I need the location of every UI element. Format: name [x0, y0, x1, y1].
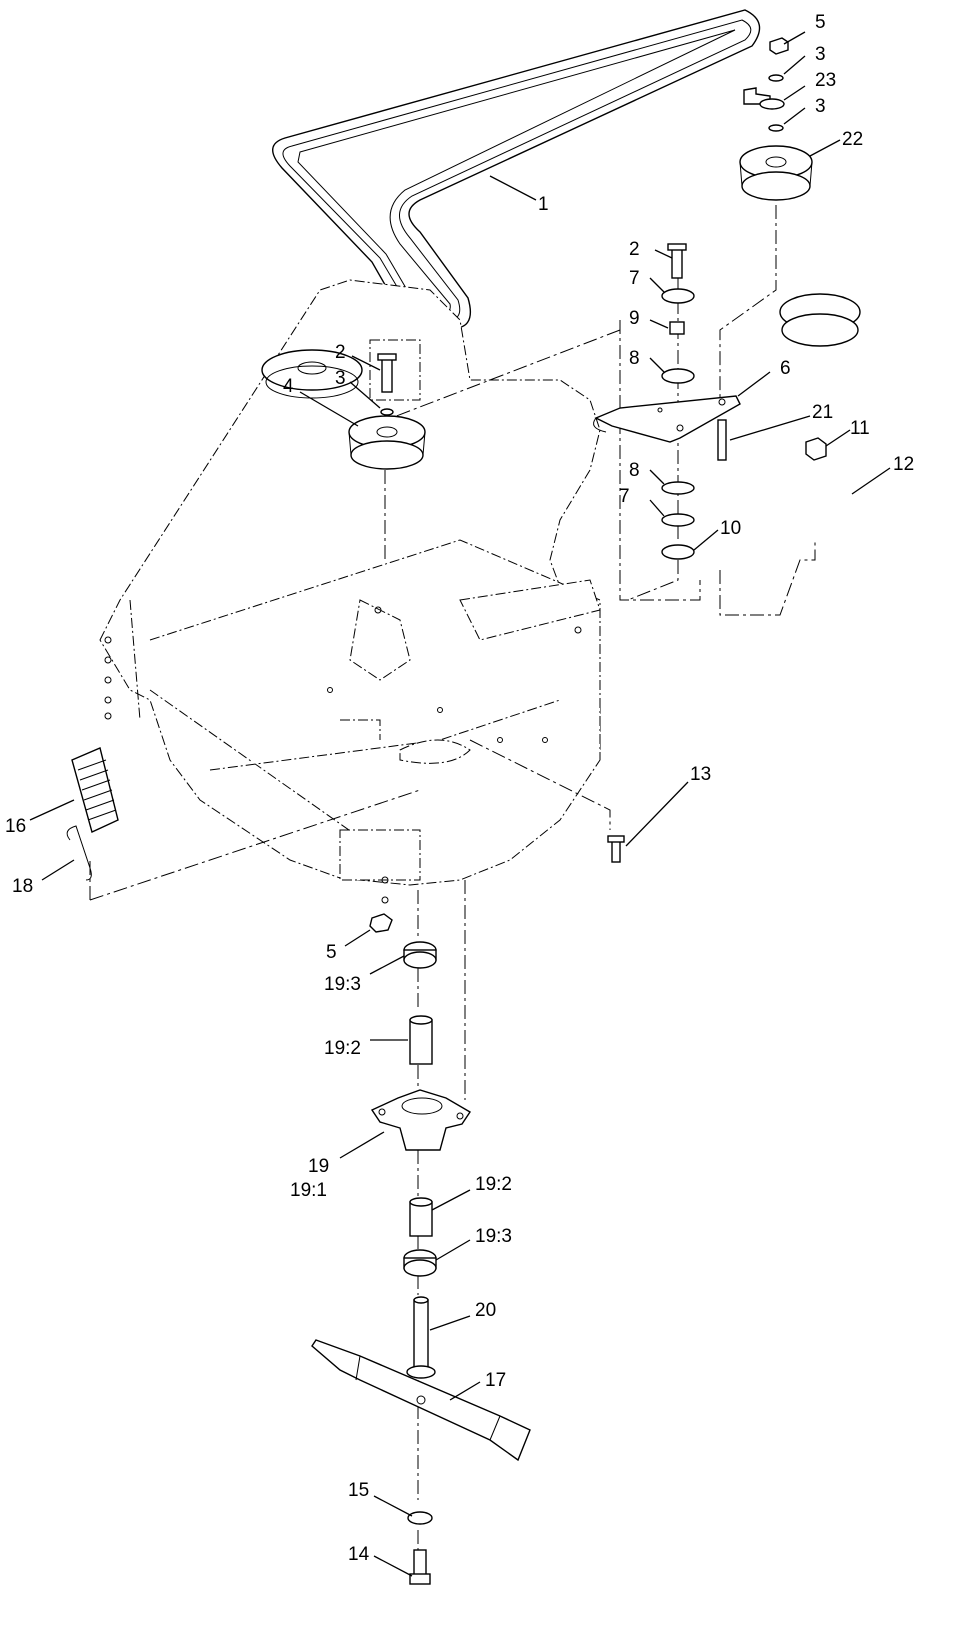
- assembly-lines: [89, 205, 816, 1560]
- callout-12: 12: [893, 454, 914, 475]
- callout-11: 11: [850, 418, 870, 439]
- callout-3: 3: [335, 368, 346, 389]
- idler-pulley-stack-top: [739, 37, 813, 201]
- callout-19-2: 19:2: [475, 1174, 512, 1195]
- callout-7: 7: [619, 486, 630, 507]
- idler-pulley-right: [779, 293, 861, 461]
- callout-8: 8: [629, 348, 640, 369]
- callout-3: 3: [815, 44, 826, 65]
- mower-blade: [311, 1339, 531, 1462]
- callout-15: 15: [348, 1480, 369, 1501]
- spring-and-rod: [66, 747, 119, 881]
- callout-16: 16: [5, 816, 26, 837]
- fasteners: [369, 835, 625, 1585]
- callout-19-3: 19:3: [324, 974, 361, 995]
- callout-3: 3: [815, 96, 826, 117]
- leader-lines: [29, 31, 891, 1577]
- idler-arm-stack: [593, 243, 741, 560]
- callout-10: 10: [720, 518, 741, 539]
- callout-19-3: 19:3: [475, 1226, 512, 1247]
- callout-7: 7: [629, 268, 640, 289]
- callout-19-2: 19:2: [324, 1038, 361, 1059]
- callout-20: 20: [475, 1300, 496, 1321]
- callout-23: 23: [815, 70, 836, 91]
- callout-17: 17: [485, 1370, 506, 1391]
- callout-labels: 1 2 2 3 3 3 4 5 5 6 7 7 8 8 9 10 11 12 1…: [5, 12, 914, 1565]
- callout-19: 19: [308, 1156, 329, 1177]
- callout-5: 5: [815, 12, 826, 33]
- mower-deck: [99, 279, 601, 904]
- callout-8: 8: [629, 460, 640, 481]
- deck-pulley-left: [348, 353, 426, 470]
- callout-19-1: 19:1: [290, 1180, 327, 1201]
- callout-18: 18: [12, 876, 33, 897]
- callout-13: 13: [690, 764, 711, 785]
- callout-21: 21: [812, 402, 833, 423]
- callout-6: 6: [780, 358, 791, 379]
- spindle-assembly: [370, 941, 471, 1379]
- callout-14: 14: [348, 1544, 370, 1565]
- callout-1: 1: [538, 194, 549, 215]
- callout-5: 5: [326, 942, 337, 963]
- callout-9: 9: [629, 308, 640, 329]
- callout-2: 2: [335, 342, 346, 363]
- callout-2: 2: [629, 239, 640, 260]
- callout-4: 4: [283, 376, 294, 397]
- callout-22: 22: [842, 129, 863, 150]
